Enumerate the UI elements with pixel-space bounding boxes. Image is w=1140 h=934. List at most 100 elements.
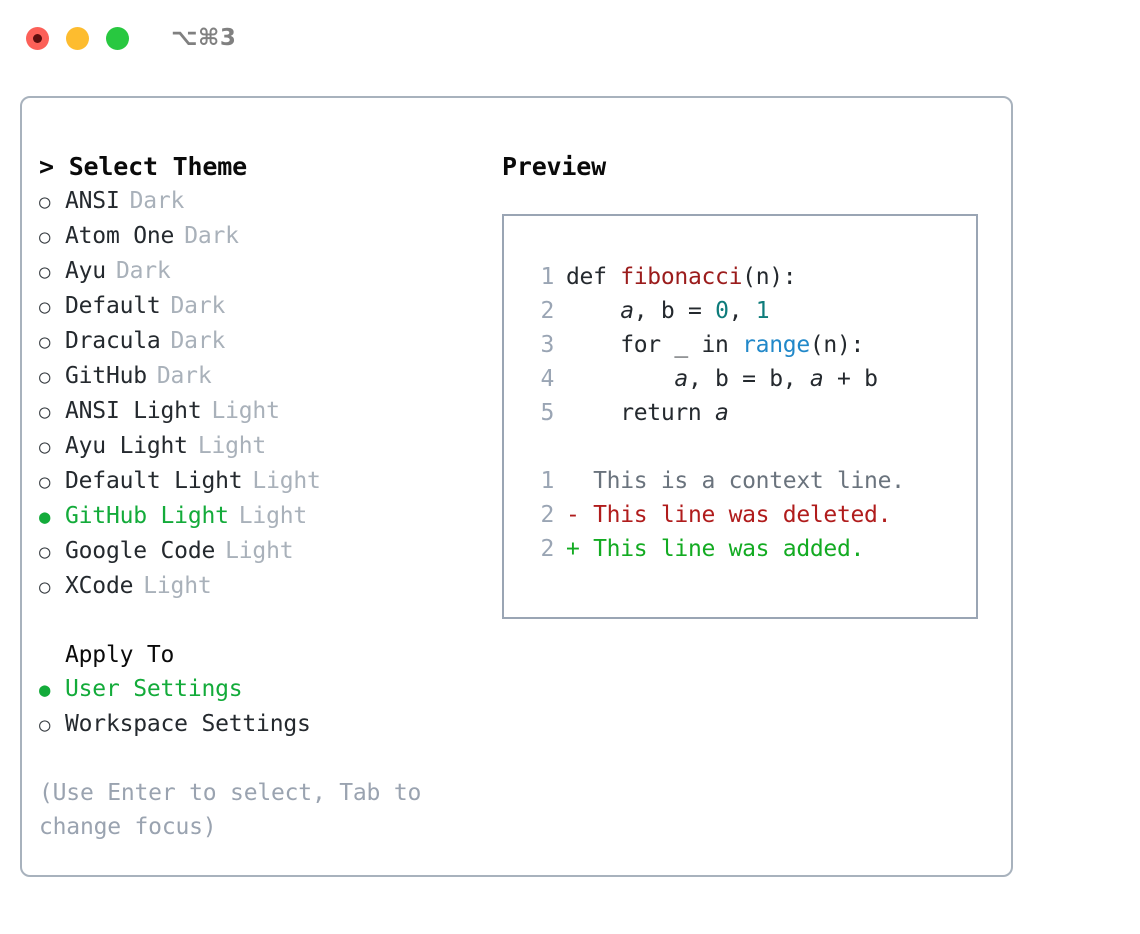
- code-line: 2 a, b = 0, 1: [526, 294, 976, 328]
- code-token-plain: =: [674, 298, 716, 324]
- diff-text: This line was added.: [579, 536, 865, 562]
- code-token-num: 1: [755, 298, 770, 324]
- diff-text: This is a context line.: [579, 468, 905, 494]
- code-token-plain: [566, 298, 620, 324]
- diff-sample: 1 This is a context line.2- This line wa…: [526, 464, 976, 566]
- theme-option-category: Dark: [170, 328, 226, 354]
- code-token-plain: , b = b,: [687, 366, 810, 392]
- theme-option-ansi[interactable]: ○ ANSI Dark: [39, 184, 469, 219]
- radio-selected-icon: ●: [39, 679, 51, 701]
- code-text: def fibonacci(n):: [566, 260, 797, 294]
- line-number: 1: [540, 468, 554, 494]
- code-line: 3 for _ in range(n):: [526, 328, 976, 362]
- code-text: return a: [566, 396, 729, 430]
- theme-option-label: Default Light: [65, 468, 243, 494]
- diff-line: 2+ This line was added.: [526, 532, 976, 566]
- diff-line: 2- This line was deleted.: [526, 498, 976, 532]
- theme-option-label: Google Code: [65, 538, 216, 564]
- minimize-button-icon[interactable]: [66, 26, 89, 50]
- theme-option-label: Ayu Light: [65, 433, 188, 459]
- diff-line: 1 This is a context line.: [526, 464, 976, 498]
- radio-unselected-icon: ○: [39, 436, 51, 458]
- radio-unselected-icon: ○: [39, 366, 51, 388]
- apply-to-option-label: Workspace Settings: [65, 711, 311, 737]
- code-token-plain: (n):: [742, 264, 797, 290]
- apply-to-option-workspace-settings[interactable]: ○ Workspace Settings: [39, 707, 469, 742]
- code-line: 5 return a: [526, 396, 976, 430]
- code-token-plain: ,: [633, 298, 661, 324]
- line-number: 2: [540, 502, 554, 528]
- spacer: [526, 430, 976, 464]
- code-token-num: 0: [715, 298, 729, 324]
- theme-option-github[interactable]: ○ GitHub Dark: [39, 359, 469, 394]
- radio-unselected-icon: ○: [39, 226, 51, 248]
- theme-option-google-code[interactable]: ○ Google Code Light: [39, 534, 469, 569]
- traffic-lights: [26, 26, 129, 50]
- theme-option-category: Light: [238, 503, 308, 529]
- code-token-plain: + b: [823, 366, 878, 392]
- apply-to-option-user-settings[interactable]: ● User Settings: [39, 672, 469, 707]
- apply-to-option-label: User Settings: [65, 676, 243, 702]
- radio-unselected-icon: ○: [39, 576, 51, 598]
- code-token-plain: for _ in: [566, 332, 743, 358]
- radio-unselected-icon: ○: [39, 261, 51, 283]
- code-token-var: a: [809, 366, 824, 392]
- code-token-fn: fibonacci: [620, 264, 743, 290]
- code-token-var: a: [620, 298, 634, 324]
- theme-option-label: Ayu: [65, 258, 106, 284]
- code-text: for _ in range(n):: [566, 328, 864, 362]
- spacer: [39, 604, 469, 638]
- theme-option-label: Default: [65, 293, 161, 319]
- radio-selected-icon: ●: [39, 506, 51, 528]
- theme-option-label: ANSI Light: [65, 398, 202, 424]
- theme-option-category: Light: [225, 538, 294, 564]
- keyboard-hint-text: (Use Enter to select, Tab to change focu…: [39, 780, 422, 840]
- diff-sign: [566, 464, 580, 498]
- diff-text: This line was deleted.: [579, 502, 892, 528]
- code-token-plain: return: [566, 400, 716, 426]
- theme-option-category: Dark: [129, 188, 185, 214]
- theme-option-label: ANSI: [65, 188, 120, 214]
- theme-option-category: Dark: [170, 293, 226, 319]
- radio-unselected-icon: ○: [39, 331, 51, 353]
- code-token-var: a: [715, 400, 729, 426]
- select-theme-header: > Select Theme: [39, 152, 247, 181]
- theme-option-category: Light: [252, 468, 321, 494]
- code-token-builtin: range: [742, 332, 810, 358]
- theme-option-label: XCode: [65, 573, 134, 599]
- code-token-plain: (n):: [809, 332, 865, 358]
- code-text: a, b = b, a + b: [566, 362, 878, 396]
- diff-sign: +: [566, 536, 580, 562]
- close-button-icon[interactable]: [26, 26, 49, 50]
- preview-header: Preview: [502, 152, 606, 181]
- theme-option-github-light[interactable]: ● GitHub Light Light: [39, 499, 469, 534]
- radio-unselected-icon: ○: [39, 714, 51, 736]
- maximize-button-icon[interactable]: [106, 26, 129, 50]
- theme-option-label: GitHub: [65, 363, 147, 389]
- radio-unselected-icon: ○: [39, 191, 51, 213]
- theme-option-label: GitHub Light: [65, 503, 229, 529]
- line-number: 2: [540, 298, 554, 324]
- code-token-plain: b: [660, 298, 675, 324]
- theme-option-category: Dark: [156, 363, 212, 389]
- apply-to-option-list: ● User Settings ○ Workspace Settings: [39, 672, 469, 742]
- line-number: 4: [540, 366, 554, 392]
- apply-to-header: Apply To: [65, 642, 175, 668]
- code-line: 4 a, b = b, a + b: [526, 362, 976, 396]
- radio-unselected-icon: ○: [39, 541, 51, 563]
